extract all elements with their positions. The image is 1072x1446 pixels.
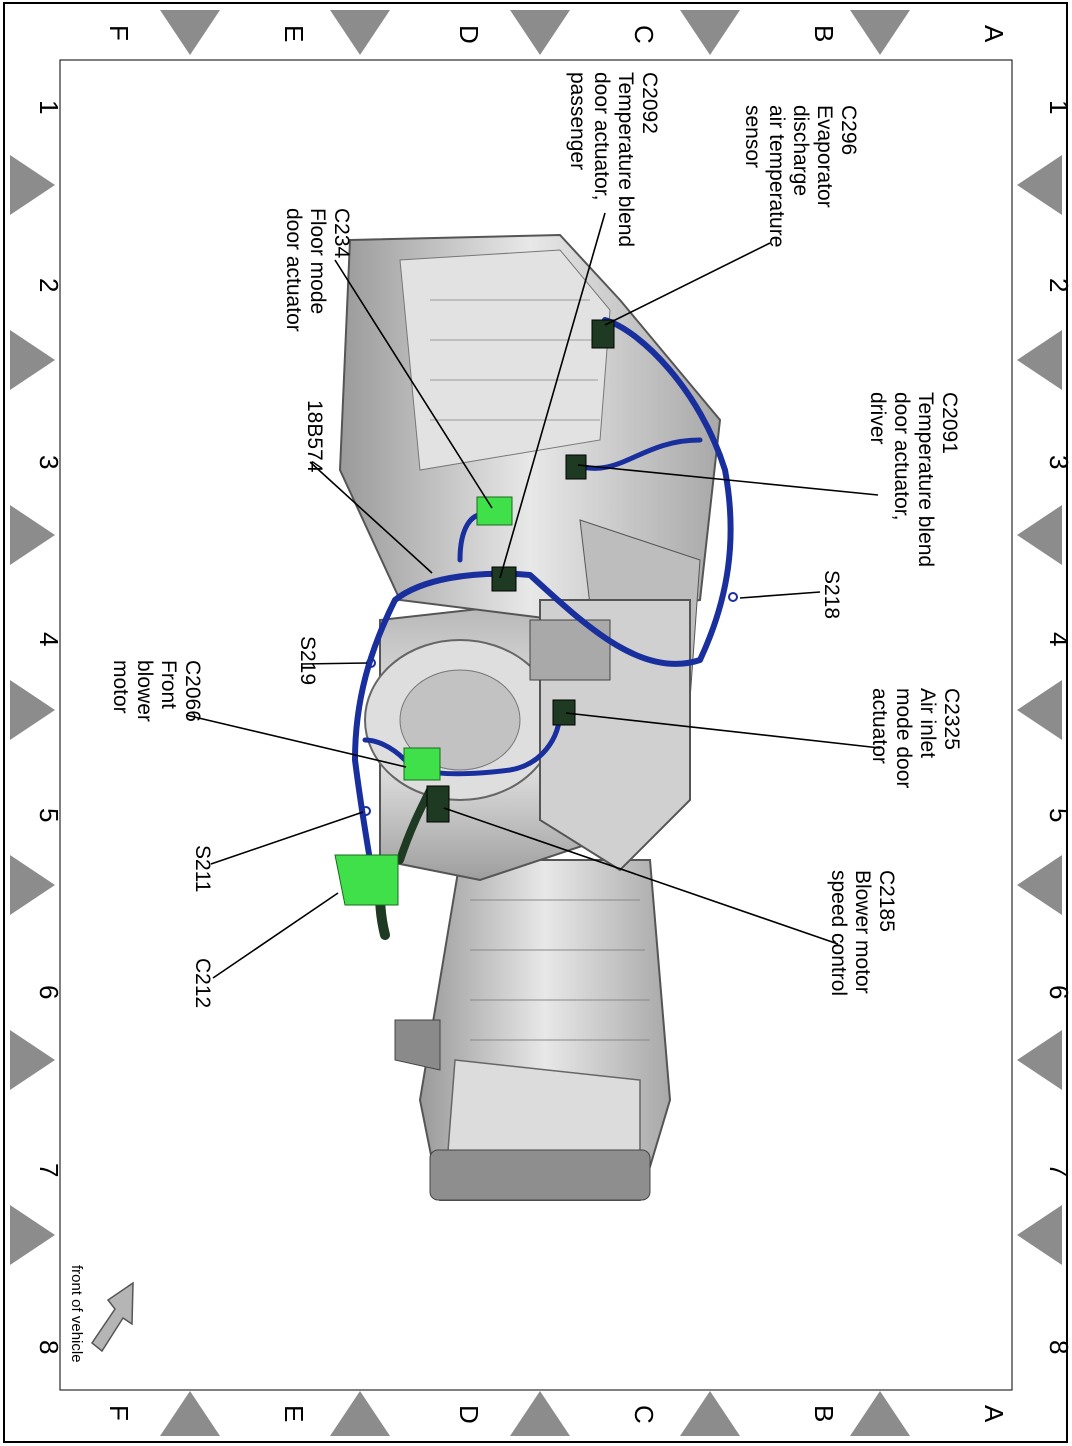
callout-c296-line-0: C296 [837,105,860,155]
column-label-right-6: 6 [1044,985,1072,999]
column-label-left-5: 5 [34,808,64,822]
row-label-top-A: A [979,25,1009,43]
callout-c2185-line-2: speed control [827,870,850,996]
column-label-left-6: 6 [34,985,64,999]
connectors [334,319,738,906]
zone-markers [10,10,1062,1436]
column-label-left-4: 4 [34,632,64,646]
leader-lines [185,212,881,979]
column-label-left-7: 7 [34,1163,64,1177]
callout-c2092-line-0: C2092 [638,72,661,134]
callout-s219-line-0: S219 [296,636,319,685]
callout-c234-line-2: door actuator [282,208,305,332]
column-label-left-2: 2 [34,278,64,292]
outer-border [3,2,1068,1443]
connector-c2325 [552,699,576,726]
connector-c2091 [565,454,587,480]
row-label-bottom-B: B [809,1405,839,1422]
callout-front-line-0: front of vehicle [68,1265,85,1363]
callout-c2325-line-1: Air inlet [916,688,939,758]
callout-c296-line-3: air temperature [765,105,788,247]
connector-c234 [476,496,513,526]
column-label-right-8: 8 [1044,1340,1072,1354]
connector-c212 [334,854,399,906]
callout-c234-line-0: C234 [330,208,353,259]
connector-c2092 [491,566,517,592]
row-label-top-C: C [629,25,659,44]
callout-l18b574-line-0: 18B574 [303,400,326,473]
column-label-right-5: 5 [1044,808,1072,822]
column-label-right-7: 7 [1044,1163,1072,1177]
callout-c2091-line-2: door actuator, [890,392,913,520]
callout-c234-line-1: Floor mode [306,208,329,314]
column-label-left-3: 3 [34,455,64,469]
row-label-bottom-E: E [279,1405,309,1422]
callout-c296-line-2: discharge [789,105,812,196]
callout-c2066-line-2: blower [133,660,156,722]
callout-c2091-line-0: C2091 [938,392,961,454]
callout-c2091-line-3: driver [866,392,889,445]
callout-c2066-line-3: motor [109,660,132,714]
connector-c2066 [403,747,441,781]
inner-border [59,59,1013,1391]
column-label-right-1: 1 [1044,100,1072,114]
splice-s211 [361,806,371,816]
callout-c296-line-4: sensor [741,105,764,168]
column-label-left-1: 1 [34,100,64,114]
row-label-top-E: E [279,25,309,42]
row-label-bottom-D: D [454,1405,484,1424]
callout-c2092-line-3: passenger [566,72,589,170]
callout-c212-line-0: C212 [191,958,214,1008]
row-label-bottom-A: A [979,1405,1009,1423]
column-label-left-8: 8 [34,1340,64,1354]
column-label-right-2: 2 [1044,278,1072,292]
callout-c2092-line-2: door actuator, [590,72,613,200]
callout-c2325-line-2: mode door [892,688,915,788]
splice-s218 [728,592,738,602]
column-label-right-3: 3 [1044,455,1072,469]
hvac-housing-drawing [338,233,722,1201]
column-label-right-4: 4 [1044,632,1072,646]
callout-c2325-line-3: actuator [868,688,891,764]
front-of-vehicle-arrow [90,1281,134,1353]
connector-c296 [591,319,615,349]
callout-c2092-line-1: Temperature blend [614,72,637,247]
callout-s218-line-0: S218 [820,570,843,619]
row-label-top-D: D [454,25,484,44]
callout-c2185-line-1: Blower motor [851,870,874,994]
row-label-top-B: B [809,25,839,42]
callout-c2185-line-0: C2185 [875,870,898,932]
callout-s211-line-0: S211 [191,845,214,893]
connector-c2185 [426,785,450,823]
callout-c2325-line-0: C2325 [940,688,963,750]
callout-c2066-line-1: Front [157,660,180,709]
row-label-bottom-C: C [629,1405,659,1424]
row-label-top-F: F [104,25,134,41]
callout-c2091-line-1: Temperature blend [914,392,937,567]
callout-c2066-line-0: C2066 [181,660,204,722]
row-label-bottom-F: F [104,1405,134,1421]
callout-c296-line-1: Evaporator [813,105,836,208]
